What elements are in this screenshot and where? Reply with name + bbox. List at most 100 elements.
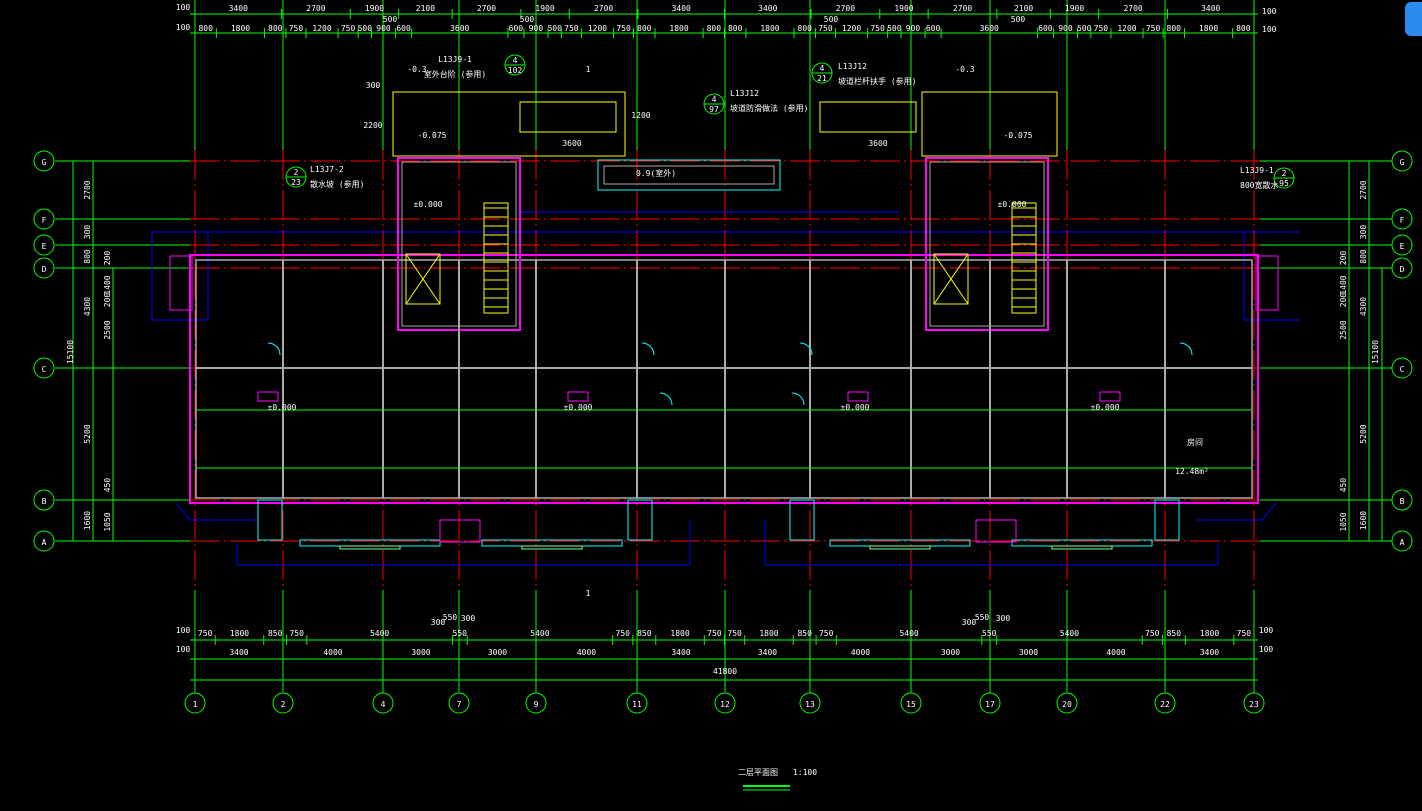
entrance-canopy-right (921, 91, 1058, 157)
dim-text: 21 (817, 74, 827, 83)
dim-text: 4000 (1106, 648, 1125, 657)
dim-text: F (1400, 216, 1405, 225)
exterior-wall-outline (189, 254, 1259, 504)
entry-box (975, 519, 1017, 543)
dim-text: 2700 (306, 4, 325, 13)
axis-bubble-right (1391, 489, 1413, 511)
dim-text: -0.075 (1004, 131, 1033, 140)
dim-text: 750 (198, 629, 213, 638)
side-dim-text: 450 (1339, 478, 1348, 493)
axis-bubble-left (33, 357, 55, 379)
axis-bubble-left (33, 150, 55, 172)
axis-bubble (1056, 692, 1078, 714)
side-dim-text: 200 (103, 293, 112, 308)
dim-text: 4 (381, 700, 386, 709)
side-dim-text: 2700 (1359, 180, 1368, 199)
dim-text: 3600 (562, 139, 581, 148)
stair-flight (483, 202, 509, 314)
dim-text: 1800 (230, 629, 249, 638)
window-sill (339, 545, 401, 550)
axis-bubble-right (1391, 234, 1413, 256)
dim-text: 3600 (868, 139, 887, 148)
side-dim-text: 2700 (83, 180, 92, 199)
dim-text: 2700 (953, 4, 972, 13)
dim-text: 1800 (760, 24, 779, 33)
dim-text: 3400 (229, 648, 248, 657)
side-dim-text: 2500 (1339, 320, 1348, 339)
side-dim-text: 4300 (1359, 297, 1368, 316)
elevator-x (933, 253, 969, 305)
dim-text: 95 (1279, 179, 1289, 188)
dim-text: 3400 (671, 648, 690, 657)
dim-text: B (42, 497, 47, 506)
dim-text: 550 (453, 629, 468, 638)
dim-text: 500 (520, 15, 535, 24)
dim-text: 20 (1062, 700, 1072, 709)
dim-text: 850 (1167, 629, 1182, 638)
dim-text: 100 (176, 645, 191, 654)
dim-text: 3000 (941, 648, 960, 657)
dim-text: 550 (975, 613, 990, 622)
roof-outline (1195, 502, 1277, 521)
dim-text: 坡道防滑做法 (参用) (730, 103, 808, 113)
dim-text: 100 (176, 3, 191, 12)
dim-text: 2200 (363, 121, 382, 130)
side-dim-text: 800 (1359, 249, 1368, 264)
dim-text: 5400 (1060, 629, 1079, 638)
dim-text: -0.3 (407, 65, 426, 74)
dim-text: 750 (818, 24, 833, 33)
window-sill (1051, 545, 1113, 550)
ramp-left (519, 101, 617, 133)
viewer-tool-button[interactable] (1405, 2, 1422, 36)
level-tag (257, 391, 279, 402)
dim-text: 1 (193, 700, 198, 709)
dim-text: 12.48m² (1175, 467, 1209, 476)
roof-outline-right (1243, 231, 1300, 321)
axis-bubble (448, 692, 470, 714)
side-dim-text: 1050 (1339, 512, 1348, 531)
dim-text: 300 (431, 618, 446, 627)
side-dim-text: 5200 (83, 424, 92, 443)
dim-text: ±0.000 (414, 200, 443, 209)
side-dim-text: 450 (103, 478, 112, 493)
side-dim-text: 200 (1339, 293, 1348, 308)
dim-text: 300 (996, 614, 1011, 623)
dim-text: 800 (198, 24, 213, 33)
dim-text: E (1400, 242, 1405, 251)
window-sill (521, 545, 583, 550)
dim-text: G (42, 158, 47, 167)
side-dim-text: 2500 (103, 320, 112, 339)
door-swing (641, 342, 655, 356)
dim-text: 500 (824, 15, 839, 24)
entry-box (439, 519, 481, 543)
dim-text: G (1400, 158, 1405, 167)
level-tag (1099, 391, 1121, 402)
door-swing (1179, 342, 1193, 356)
dim-text: 100 (1262, 25, 1277, 34)
dim-text: 0.9(室外) (636, 168, 676, 178)
dim-text: 1800 (759, 629, 778, 638)
dim-text: 550 (982, 629, 997, 638)
dim-text: 11 (632, 700, 642, 709)
dim-text: A (1400, 538, 1405, 547)
axis-bubble (184, 692, 206, 714)
side-total-text: 15100 (66, 340, 75, 364)
axis-bubble-left (33, 257, 55, 279)
dim-text: 800 (637, 24, 652, 33)
dim-text: C (1400, 365, 1405, 374)
dim-text: 2100 (416, 4, 435, 13)
elevator-shaft (405, 253, 441, 305)
dim-text: 600 (1038, 24, 1053, 33)
dim-text: 600 (396, 24, 411, 33)
door-swing (799, 342, 813, 356)
axis-bubble (525, 692, 547, 714)
dim-text: 2700 (477, 4, 496, 13)
dim-text: 750 (870, 24, 885, 33)
dim-text: 1200 (842, 24, 861, 33)
dim-text: 800 (268, 24, 283, 33)
door-swing (267, 342, 281, 356)
dim-text: 2100 (1014, 4, 1033, 13)
balcony-window (1154, 499, 1180, 541)
axis-bubble-right (1391, 208, 1413, 230)
